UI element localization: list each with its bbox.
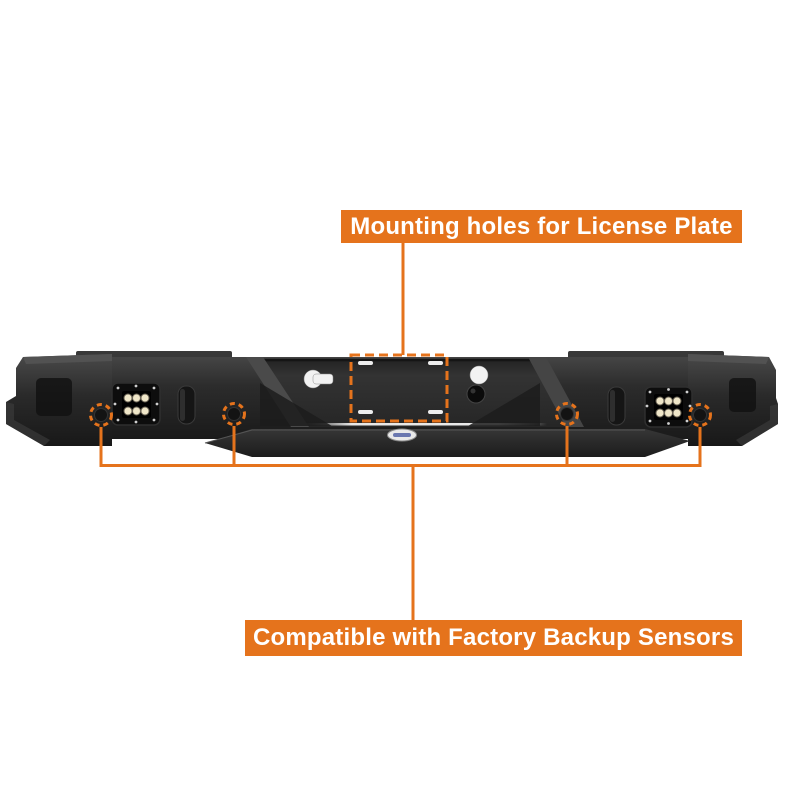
led-pod-right-screws <box>645 388 692 425</box>
keyhole-slot <box>303 369 334 389</box>
callout-label-license-plate: Mounting holes for License Plate <box>341 210 742 243</box>
rear-bumper <box>6 351 778 457</box>
sensor-highlight-circle-1 <box>89 403 113 427</box>
sensor-highlight-circle-3 <box>555 402 579 426</box>
handle-left <box>177 385 196 425</box>
callout-label-backup-sensors: Compatible with Factory Backup Sensors <box>245 620 742 656</box>
brand-badge <box>387 428 417 442</box>
sensor-highlight-circle-4 <box>688 403 712 427</box>
annotation-overlay <box>89 243 712 621</box>
left-end-cap <box>6 354 112 446</box>
led-pod-right <box>644 386 693 428</box>
license-plate-recess <box>258 358 570 427</box>
license-plate-highlight-box <box>349 353 449 423</box>
rubber-plug <box>466 384 486 404</box>
bottom-step-plate <box>204 429 690 457</box>
sensor-highlight-circle-2 <box>222 402 246 426</box>
led-pod-left <box>111 382 161 426</box>
handle-right <box>607 386 626 426</box>
right-gusset <box>468 383 540 426</box>
left-gusset <box>260 383 332 426</box>
connector-lines-backup-sensors <box>99 426 702 621</box>
backup-sensor-holes <box>94 407 707 422</box>
led-pod-left-screws <box>113 384 159 424</box>
license-plate-mounting-holes <box>358 361 443 414</box>
round-hole <box>469 365 489 385</box>
right-end-cap <box>688 354 778 446</box>
